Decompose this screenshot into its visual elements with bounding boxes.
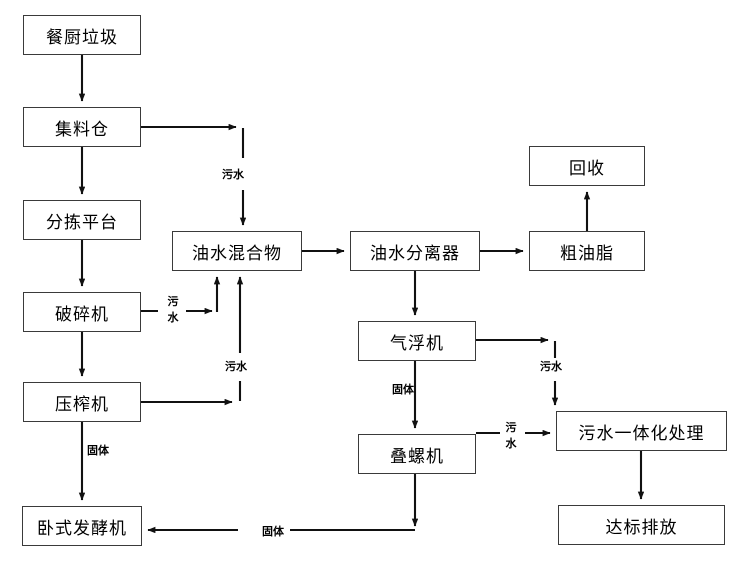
edge-label-solid-screwpress: 固体 bbox=[262, 525, 284, 538]
edge-label-wastewater-silo: 污水 bbox=[222, 168, 244, 181]
node-air-flotation[interactable]: 气浮机 bbox=[358, 321, 476, 361]
node-recycle[interactable]: 回收 bbox=[529, 146, 645, 186]
node-label: 压榨机 bbox=[55, 394, 109, 415]
node-label: 卧式发酵机 bbox=[37, 518, 127, 539]
node-label: 叠螺机 bbox=[390, 446, 444, 467]
edge-label-wastewater-flotation: 污水 bbox=[540, 360, 562, 373]
node-label: 集料仓 bbox=[55, 119, 109, 140]
node-label: 污水一体化处理 bbox=[578, 423, 705, 444]
node-label: 餐厨垃圾 bbox=[46, 27, 118, 48]
node-oil-water-separator[interactable]: 油水分离器 bbox=[350, 231, 480, 271]
node-oil-water-mixture[interactable]: 油水混合物 bbox=[172, 231, 302, 271]
node-compliant-discharge[interactable]: 达标排放 bbox=[558, 505, 725, 545]
node-label: 油水混合物 bbox=[192, 243, 282, 264]
edge-label-solid-flotation: 固体 bbox=[392, 383, 414, 396]
node-label: 达标排放 bbox=[605, 517, 678, 538]
node-crusher[interactable]: 破碎机 bbox=[23, 292, 141, 332]
node-label: 粗油脂 bbox=[560, 243, 614, 264]
node-label: 气浮机 bbox=[390, 333, 444, 354]
node-kitchen-waste[interactable]: 餐厨垃圾 bbox=[23, 15, 141, 55]
node-sorting-platform[interactable]: 分拣平台 bbox=[23, 200, 141, 240]
node-label: 油水分离器 bbox=[370, 243, 460, 264]
node-label: 回收 bbox=[569, 158, 605, 179]
node-press[interactable]: 压榨机 bbox=[23, 382, 141, 422]
node-crude-oil[interactable]: 粗油脂 bbox=[529, 231, 645, 271]
edge-label-solid-press: 固体 bbox=[87, 444, 109, 457]
edge-label-wastewater-press: 污水 bbox=[225, 360, 247, 373]
edge-label-wastewater-screwpress: 污水 bbox=[505, 421, 517, 450]
edge-label-wastewater-crusher: 污水 bbox=[167, 295, 179, 324]
node-label: 分拣平台 bbox=[46, 212, 118, 233]
node-label: 破碎机 bbox=[55, 304, 109, 325]
node-horizontal-fermenter[interactable]: 卧式发酵机 bbox=[22, 506, 142, 546]
node-collection-silo[interactable]: 集料仓 bbox=[23, 107, 141, 147]
node-screw-press[interactable]: 叠螺机 bbox=[358, 434, 476, 474]
node-integrated-wastewater-treatment[interactable]: 污水一体化处理 bbox=[556, 411, 727, 451]
